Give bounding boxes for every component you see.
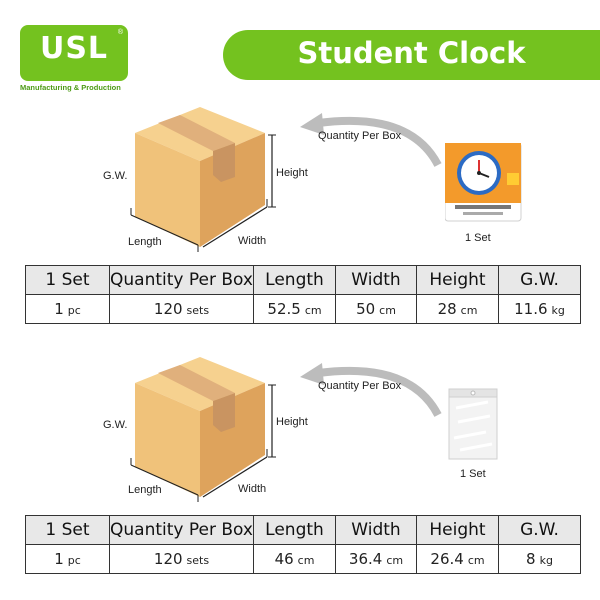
- logo-text: USL: [39, 31, 109, 66]
- length-label: Length: [128, 236, 162, 248]
- carton-box-icon: [130, 107, 276, 252]
- quantity-per-box-label: Quantity Per Box: [318, 380, 402, 392]
- title-banner: Student Clock: [223, 30, 600, 80]
- brand-logo: USL ®: [20, 25, 128, 81]
- column-header: Quantity Per Box: [109, 515, 254, 545]
- one-set-label: 1 Set: [460, 468, 486, 480]
- spec-table: 1 Set Quantity Per Box Length Width Heig…: [25, 265, 581, 324]
- column-header: 1 Set: [25, 265, 110, 295]
- table-header-row: 1 Set Quantity Per Box Length Width Heig…: [25, 265, 581, 295]
- column-header: 1 Set: [25, 515, 110, 545]
- height-label: Height: [276, 167, 308, 179]
- width-label: Width: [238, 483, 267, 495]
- length-label: Length: [128, 484, 162, 496]
- page-title: Student Clock: [297, 36, 526, 70]
- column-header: Width: [335, 515, 417, 545]
- carton-box-icon: [130, 357, 276, 502]
- column-header: Width: [335, 265, 417, 295]
- packing-section-2: G.W. Height Length Width Quantity Per Bo…: [0, 345, 600, 595]
- gross-weight-label: G.W.: [103, 170, 128, 182]
- gross-weight-label: G.W.: [103, 419, 128, 431]
- logo-registered-mark: ®: [117, 29, 123, 36]
- logo-subtitle: Manufacturing & Production: [20, 83, 121, 92]
- clock-packaging-icon: [445, 143, 522, 222]
- column-header: Length: [253, 265, 336, 295]
- column-header: G.W.: [498, 265, 581, 295]
- column-header: Height: [416, 265, 499, 295]
- clear-poly-bag-icon: [448, 388, 498, 460]
- arrow-icon: [300, 363, 442, 417]
- quantity-per-box-label: Quantity Per Box: [318, 130, 402, 142]
- width-label: Width: [238, 235, 267, 247]
- column-header: Height: [416, 515, 499, 545]
- column-header: Quantity Per Box: [109, 265, 254, 295]
- one-set-label: 1 Set: [465, 232, 491, 244]
- column-header: G.W.: [498, 515, 581, 545]
- spec-table: 1 Set Quantity Per Box Length Width Heig…: [25, 515, 581, 574]
- table-header-row: 1 Set Quantity Per Box Length Width Heig…: [25, 515, 581, 545]
- packing-section-1: G.W. Height Length Width Quantity Per Bo…: [0, 95, 600, 345]
- arrow-icon: [300, 113, 442, 167]
- height-label: Height: [276, 416, 308, 428]
- column-header: Length: [253, 515, 336, 545]
